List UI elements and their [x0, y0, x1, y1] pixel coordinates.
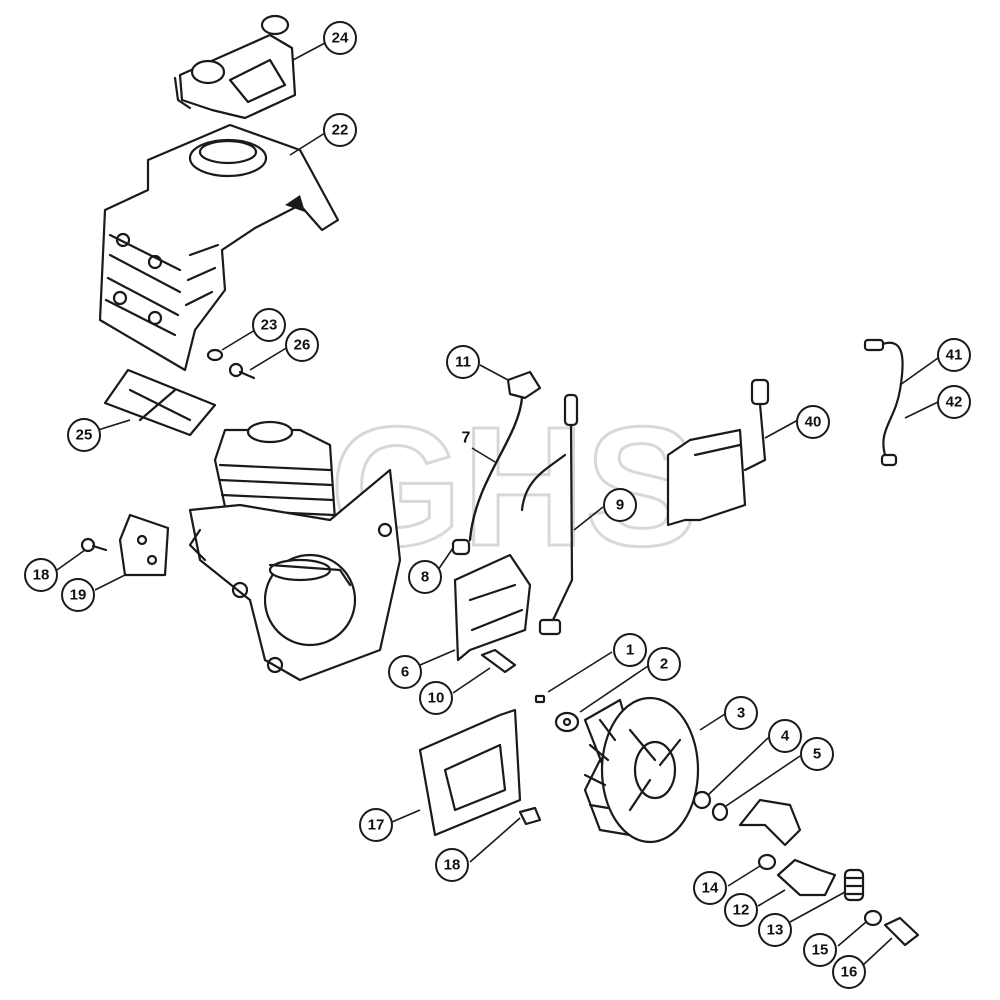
callout-41: 41 [937, 338, 971, 372]
callout-12: 12 [724, 893, 758, 927]
part-16-bolt [883, 916, 920, 947]
part-41-lead [863, 338, 904, 457]
callout-25: 25 [67, 418, 101, 452]
part-23-nut [206, 348, 224, 362]
callout-11: 11 [446, 345, 480, 379]
callout-label: 10 [428, 690, 445, 707]
callout-label: 18 [33, 567, 50, 584]
callout-42: 42 [937, 385, 971, 419]
callout-label: 4 [781, 728, 790, 745]
callout-label: 11 [455, 354, 471, 371]
callout-22: 22 [323, 113, 357, 147]
callout-label: 3 [737, 705, 745, 722]
clutch-shoe [738, 798, 802, 847]
callout-label: 41 [946, 347, 963, 364]
callout-26: 26 [285, 328, 319, 362]
part-5-nut [711, 802, 729, 822]
callout-14: 14 [693, 871, 727, 905]
callout-24: 24 [323, 21, 357, 55]
callout-5: 5 [800, 737, 834, 771]
callout-label: 15 [812, 942, 829, 959]
callout-8: 8 [408, 560, 442, 594]
callout-18-lower: 18 [435, 848, 469, 882]
part-42-terminal [880, 453, 898, 467]
part-24-intake-housing [173, 14, 297, 120]
part-13-spring [843, 868, 865, 902]
callout-1: 1 [613, 633, 647, 667]
part-40-ignition-coil [666, 378, 770, 527]
part-9-short-circuit-wire [520, 393, 579, 636]
callout-label: 9 [616, 497, 624, 514]
callout-15: 15 [803, 933, 837, 967]
callout-9: 9 [603, 488, 637, 522]
part-2-washer [554, 711, 580, 733]
callout-2: 2 [647, 647, 681, 681]
callout-label: 1 [626, 642, 634, 659]
callout-label: 14 [702, 880, 719, 897]
callout-label: 40 [805, 414, 822, 431]
callout-label: 2 [660, 656, 668, 673]
callout-10: 10 [419, 681, 453, 715]
callout-40: 40 [796, 405, 830, 439]
callout-18-upper: 18 [24, 558, 58, 592]
callout-label: 42 [946, 394, 963, 411]
callout-16: 16 [832, 955, 866, 989]
part-19-plate [118, 513, 170, 577]
callout-label: 6 [401, 664, 409, 681]
callout-label: 7 [462, 430, 471, 447]
callout-label: 23 [261, 317, 278, 334]
part-1-key [534, 694, 546, 704]
part-17-bracket [418, 708, 522, 837]
part-10-screw [480, 648, 517, 674]
callout-label: 12 [733, 902, 750, 919]
callout-label: 24 [332, 30, 349, 47]
part-26-screw [228, 362, 256, 380]
callout-4: 4 [768, 719, 802, 753]
callout-label: 17 [368, 817, 385, 834]
part-22-shroud [98, 123, 340, 372]
callout-label: 19 [70, 587, 87, 604]
callout-label: 22 [332, 122, 349, 139]
engine-cylinder-crankcase [188, 420, 402, 682]
part-14-washer [757, 853, 777, 871]
part-15-washer [863, 909, 883, 927]
callout-13: 13 [758, 913, 792, 947]
callout-label: 13 [767, 922, 784, 939]
callout-label: 18 [444, 857, 461, 874]
callout-17: 17 [359, 808, 393, 842]
part-18-screw-lower [518, 806, 542, 826]
part-8-grommet [451, 538, 471, 556]
leader-lines [56, 42, 939, 967]
callout-label: 8 [421, 569, 429, 586]
callout-3: 3 [724, 696, 758, 730]
callout-label: 5 [813, 746, 821, 763]
callout-6: 6 [388, 655, 422, 689]
part-7-ignition-lead [468, 396, 524, 542]
part-6-ignition-module [453, 553, 532, 662]
part-12-clutch-shoe [776, 858, 837, 897]
part-11-plug-cap [506, 370, 542, 400]
callout-23: 23 [252, 308, 286, 342]
callout-label: 26 [294, 337, 311, 354]
part-4-washer [692, 790, 712, 810]
callout-19: 19 [61, 578, 95, 612]
callout-7: 7 [462, 430, 471, 447]
callout-label: 16 [841, 964, 858, 981]
callout-label: 25 [76, 427, 93, 444]
part-3-flywheel [583, 696, 700, 844]
part-25-gasket [103, 368, 217, 437]
part-18-screw-upper [80, 537, 108, 553]
